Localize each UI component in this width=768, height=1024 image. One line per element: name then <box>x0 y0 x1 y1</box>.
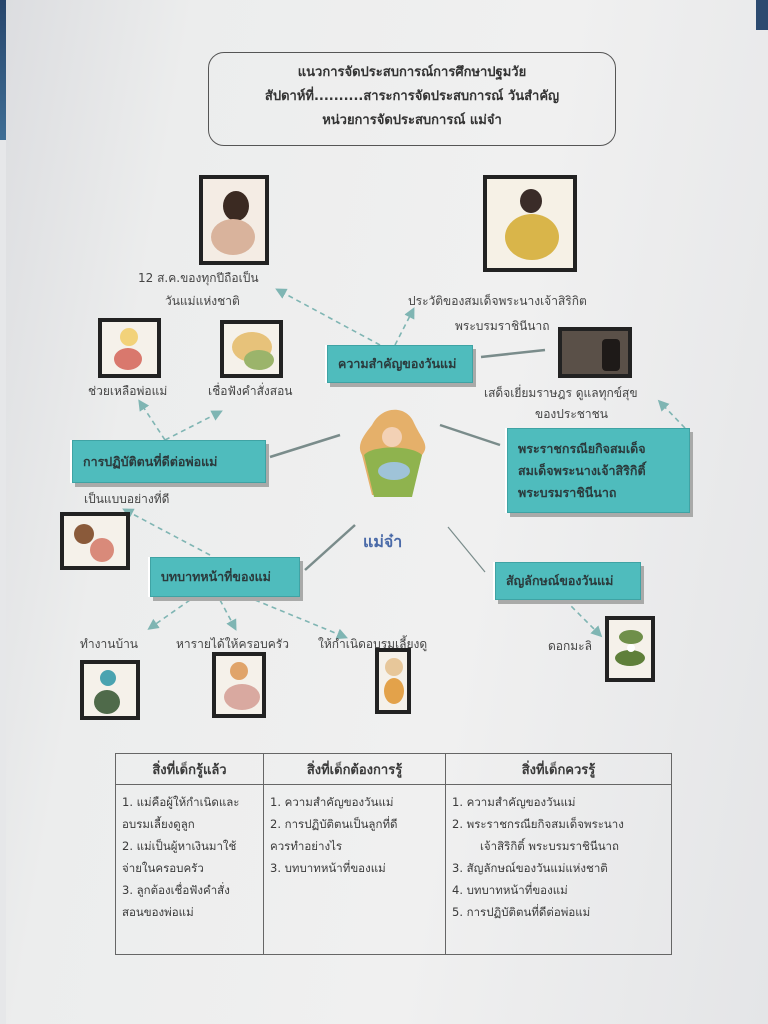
cell-line: 1. แม่คือผู้ให้กำเนิดและ <box>122 795 240 809</box>
cell-line: สอนของพ่อแม่ <box>122 905 194 919</box>
branch-mother-role: บทบาทหน้าที่ของแม่ <box>150 557 300 597</box>
branch-royal-duties: พระราชกรณียกิจสมเด็จ สมเด็จพระนางเจ้าสิร… <box>507 428 690 513</box>
cell-line: 3. สัญลักษณ์ของวันแม่แห่งชาติ <box>452 861 608 875</box>
background-edge <box>756 0 768 30</box>
helping-parents-picture <box>98 318 161 378</box>
branch-royal-line: สมเด็จพระนางเจ้าสิริกิติ์ <box>518 462 646 478</box>
arrow <box>564 599 603 638</box>
center-topic: แม่จ๋า <box>363 532 403 551</box>
cell-line: อบรมเลี้ยงดูลูก <box>122 817 195 831</box>
connector <box>269 433 341 459</box>
mindmap-label: เชื่อฟังคำสั่งสอน <box>208 384 293 398</box>
cell-line: 1. ความสำคัญของวันแม่ <box>270 795 394 809</box>
cell-line: 3. ลูกต้องเชื่อฟังคำสั่ง <box>122 883 230 897</box>
cell-line: 4. บทบาทหน้าที่ของแม่ <box>452 883 568 897</box>
raising-child-picture <box>375 648 411 714</box>
table-cell-should: 1. ความสำคัญของวันแม่ 2. พระราชกรณียกิจส… <box>445 784 672 955</box>
mindmap-label: เป็นแบบอย่างที่ดี <box>84 492 170 506</box>
mindmap-label: ให้กำเนิดอบรมเลี้ยงดู <box>318 637 428 651</box>
knowledge-table: สิ่งที่เด็กรู้แล้ว สิ่งที่เด็กต้องการรู้… <box>115 753 672 955</box>
cell-line: 1. ความสำคัญของวันแม่ <box>452 795 576 809</box>
branch-importance: ความสำคัญของวันแม่ <box>327 345 473 383</box>
mindmap-label: พระบรมราชินีนาถ <box>455 319 550 333</box>
mindmap-label: ดอกมะลิ <box>548 639 592 653</box>
mindmap-label: 12 ส.ค.ของทุกปีถือเป็น <box>138 271 259 285</box>
mindmap-label: เสด็จเยี่ยมราษฎร ดูแลทุกข์สุข <box>484 386 638 400</box>
cell-line: เจ้าสิริกิติ์ พระบรมราชินีนาถ <box>480 839 619 853</box>
mindmap-label: วันแม่แห่งชาติ <box>165 294 240 308</box>
queen-portrait-photo <box>483 175 577 272</box>
arrow <box>394 307 415 346</box>
earning-income-picture <box>212 652 266 718</box>
arrow <box>657 399 686 429</box>
table-cell-want: 1. ความสำคัญของวันแม่ 2. การปฏิบัติตนเป็… <box>263 784 446 955</box>
arrow <box>138 399 166 441</box>
arrow <box>219 599 237 631</box>
arrow <box>147 599 191 630</box>
mother-child-photo <box>199 175 269 265</box>
header-title: แนวการจัดประสบการณ์การศึกษาปฐมวัย <box>297 65 527 80</box>
royal-visit-photo <box>558 327 632 378</box>
good-example-picture <box>60 512 130 570</box>
branch-royal-line: พระบรมราชินีนาถ <box>518 484 617 500</box>
mother-nursing-illustration <box>352 405 432 503</box>
connector <box>439 423 501 447</box>
cell-line: 2. แม่เป็นผู้หาเงินมาใช้ <box>122 839 237 853</box>
arrow <box>254 599 348 640</box>
branch-behavior: การปฏิบัติตนที่ดีต่อพ่อแม่ <box>72 440 266 483</box>
header-week: สัปดาห์ที่..........สาระการจัดประสบการณ์… <box>264 89 560 104</box>
housework-picture <box>80 660 140 720</box>
table-cell-known: 1. แม่คือผู้ให้กำเนิดและ อบรมเลี้ยงดูลูก… <box>115 784 264 955</box>
cell-line: 5. การปฏิบัติตนที่ดีต่อพ่อแม่ <box>452 905 591 919</box>
cell-line: 2. การปฏิบัติตนเป็นลูกที่ดี <box>270 817 398 831</box>
mindmap-label: ช่วยเหลือพ่อแม่ <box>88 384 168 398</box>
cell-line: 3. บทบาทหน้าที่ของแม่ <box>270 861 386 875</box>
cell-line: ควรทำอย่างไร <box>270 839 343 853</box>
connector <box>304 524 356 571</box>
branch-symbol: สัญลักษณ์ของวันแม่ <box>495 562 641 600</box>
table-header: สิ่งที่เด็กรู้แล้ว <box>115 753 264 785</box>
cell-line: จ่ายในครอบครัว <box>122 861 204 875</box>
connector <box>447 526 486 573</box>
connector <box>480 348 546 359</box>
mindmap-label: หารายได้ให้ครอบครัว <box>176 637 289 651</box>
mindmap-label: ของประชาชน <box>535 407 609 421</box>
table-header: สิ่งที่เด็กต้องการรู้ <box>263 753 446 785</box>
arrow <box>164 410 223 441</box>
header-unit: หน่วยการจัดประสบการณ์ แม่จ๋า <box>322 113 502 128</box>
mindmap-label: ทำงานบ้าน <box>80 637 139 651</box>
table-header: สิ่งที่เด็กควรรู้ <box>445 753 672 785</box>
arrow <box>122 508 211 556</box>
arrow <box>275 288 381 346</box>
obeying-parents-picture <box>220 320 283 378</box>
jasmine-flower-picture <box>605 616 655 682</box>
page-header-box: แนวการจัดประสบการณ์การศึกษาปฐมวัย สัปดาห… <box>208 52 616 146</box>
cell-line: 2. พระราชกรณียกิจสมเด็จพระนาง <box>452 817 624 831</box>
branch-royal-line: พระราชกรณียกิจสมเด็จ <box>518 440 646 456</box>
mindmap-label: ประวัติของสมเด็จพระนางเจ้าสิริกิต <box>408 294 587 308</box>
